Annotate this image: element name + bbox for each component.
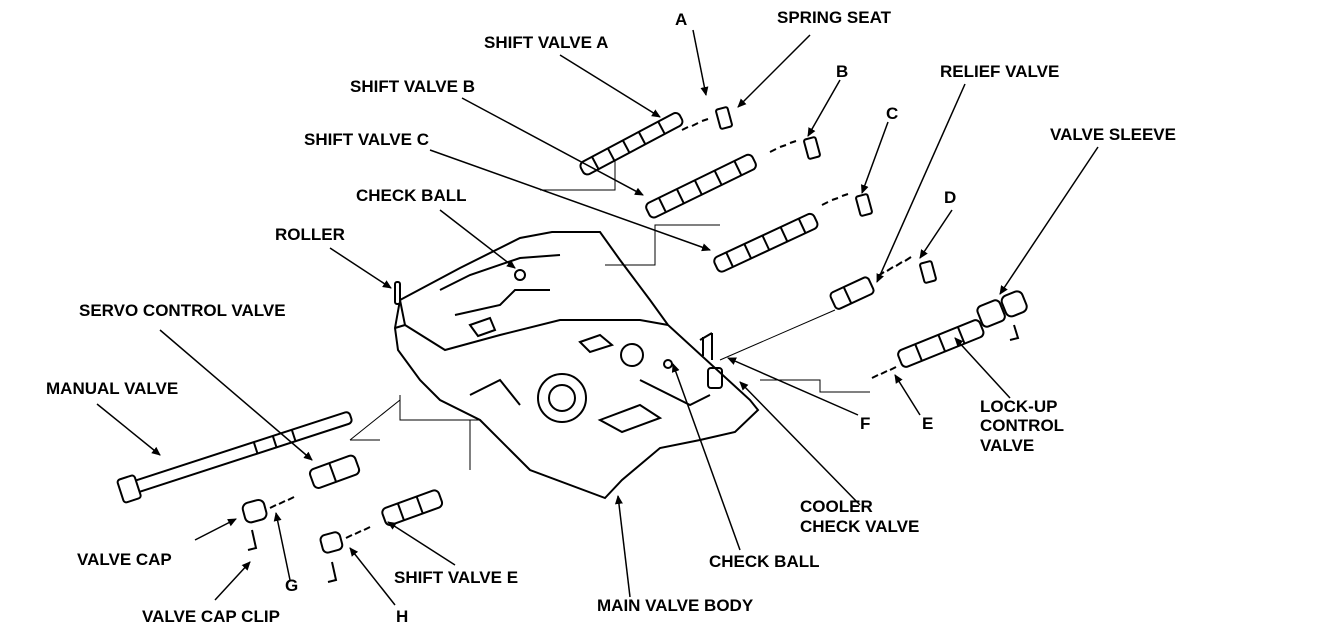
label-lock-up-line1: LOCK-UP [980, 397, 1058, 416]
label-check-ball-top: CHECK BALL [356, 186, 467, 205]
label-f: F [860, 414, 871, 433]
label-spring-seat: SPRING SEAT [777, 8, 891, 27]
label-d: D [944, 188, 957, 207]
label-valve-cap-clip: VALVE CAP CLIP [142, 607, 280, 626]
main-valve-body-drawing [393, 231, 760, 500]
label-relief-valve: RELIEF VALVE [940, 62, 1060, 81]
label-roller: ROLLER [275, 225, 345, 244]
leader-lines [96, 29, 1099, 606]
label-lock-up-line3: VALVE [980, 436, 1035, 455]
label-valve-cap: VALVE CAP [77, 550, 172, 569]
label-servo-control-valve: SERVO CONTROL VALVE [79, 301, 286, 320]
label-shift-valve-a: SHIFT VALVE A [484, 33, 609, 52]
label-shift-valve-c: SHIFT VALVE C [304, 130, 429, 149]
valve-components [116, 106, 1028, 583]
label-e: E [922, 414, 934, 433]
label-a: A [675, 10, 688, 29]
label-main-valve-body: MAIN VALVE BODY [597, 596, 754, 615]
label-manual-valve: MANUAL VALVE [46, 379, 179, 398]
label-g: G [285, 576, 299, 595]
label-cooler-check-valve: COOLER CHECK VALVE [800, 497, 920, 536]
guide-lines [349, 160, 870, 470]
label-valve-sleeve: VALVE SLEEVE [1050, 125, 1176, 144]
label-lock-up-line2: CONTROL [980, 416, 1065, 435]
label-c: C [886, 104, 899, 123]
label-h: H [396, 607, 409, 626]
label-b: B [836, 62, 849, 81]
label-check-ball-bottom: CHECK BALL [709, 552, 820, 571]
label-shift-valve-e: SHIFT VALVE E [394, 568, 519, 587]
label-shift-valve-b: SHIFT VALVE B [350, 77, 475, 96]
